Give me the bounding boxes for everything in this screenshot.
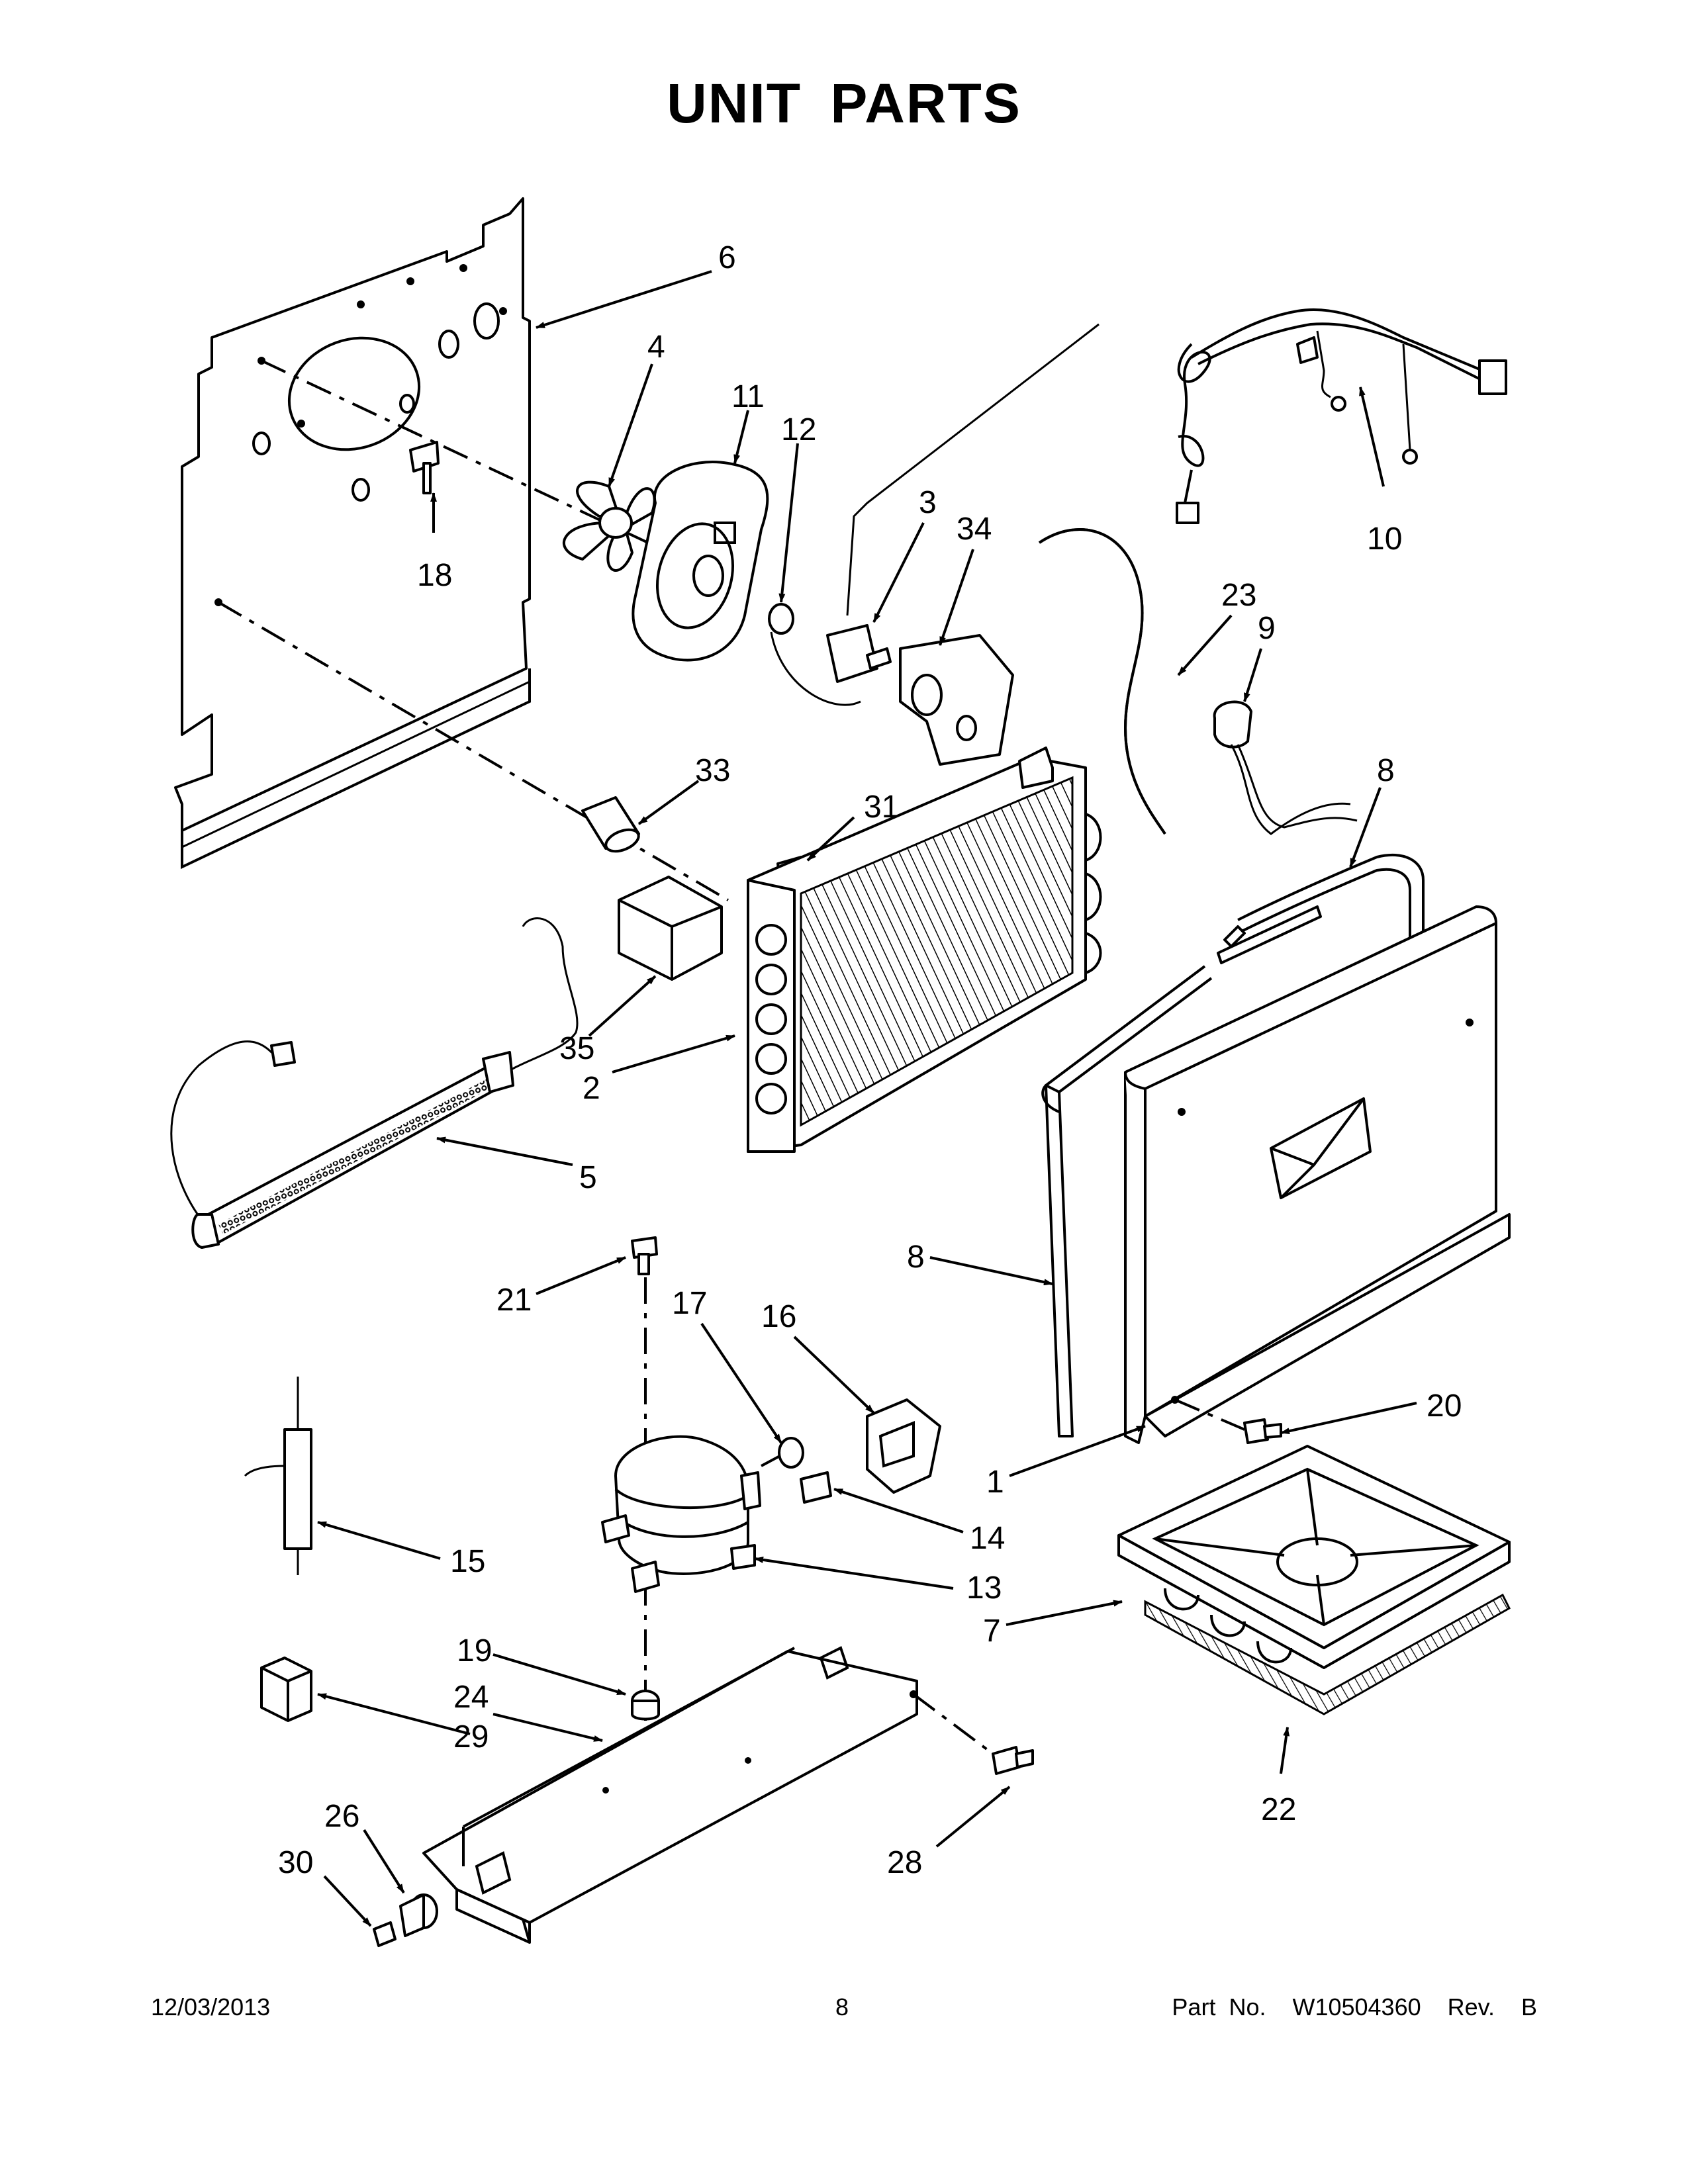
callout-35: 35 [559, 1031, 594, 1066]
callout-12: 12 [781, 412, 816, 447]
callout-7: 7 [983, 1614, 1001, 1649]
divider-panel-part-1 [1124, 905, 1511, 1444]
fan-shroud-part-11 [632, 461, 769, 662]
callout-14: 14 [970, 1521, 1005, 1556]
callout-19: 19 [457, 1633, 492, 1668]
callout-29: 29 [453, 1719, 489, 1754]
leader-lines [317, 270, 1417, 1927]
footer-date: 12/03/2013 [151, 1993, 271, 2021]
fan-motor-part-12 [768, 603, 861, 706]
callout-11: 11 [731, 379, 765, 414]
footer-page-number: 8 [835, 1993, 849, 2021]
callout-17: 17 [672, 1286, 707, 1321]
callout-13: 13 [966, 1570, 1002, 1606]
callout-9: 9 [1258, 611, 1276, 646]
callout-10: 10 [1367, 522, 1402, 557]
callout-34: 34 [957, 512, 992, 547]
clip-part-9 [1213, 700, 1358, 835]
callout-33: 33 [695, 753, 730, 788]
heater-part-5 [170, 917, 579, 1249]
callout-28: 28 [887, 1845, 922, 1880]
wire-harness-part-10 [1176, 308, 1507, 524]
screw-part-20 [1174, 1398, 1282, 1444]
callout-31: 31 [864, 790, 899, 825]
base-rail-part-24 [422, 1646, 918, 1944]
axis-line-lower [217, 601, 729, 901]
frame-part-8-upper [1223, 853, 1425, 960]
clip-part-16 [866, 1398, 941, 1494]
grommet-part-26 [399, 1893, 438, 1937]
callout-4: 4 [647, 330, 665, 365]
callout-16: 16 [761, 1299, 796, 1334]
fan-blade-part-4 [562, 480, 656, 572]
callout-1: 1 [986, 1465, 1004, 1500]
motor-bracket-part-34 [899, 634, 1014, 766]
sleeve-part-33 [581, 796, 640, 853]
fan-axis-line [261, 359, 719, 577]
callout-6: 6 [718, 240, 736, 275]
callout-8-upper: 8 [1377, 753, 1395, 788]
condenser-part-2 [747, 747, 1102, 1153]
drain-pan-part-7 [1117, 1445, 1511, 1715]
rear-panel-part-6 [174, 197, 531, 870]
callout-30: 30 [278, 1845, 313, 1880]
callout-18: 18 [417, 558, 452, 593]
frame-part-8-lower [1041, 965, 1213, 1437]
callout-2: 2 [583, 1071, 600, 1106]
grommet-part-19 [631, 1690, 660, 1721]
callout-5: 5 [579, 1160, 597, 1195]
bracket-part-3 [826, 323, 1100, 683]
compressor-part-13 [601, 1435, 761, 1593]
callout-22: 22 [1261, 1792, 1296, 1827]
screw-part-28 [912, 1693, 1034, 1775]
page-title: UNIT PARTS [667, 72, 1021, 134]
screw-part-21 [631, 1236, 658, 1275]
overload-part-14 [800, 1471, 832, 1504]
callout-24: 24 [453, 1680, 489, 1715]
cover-part-35 [618, 876, 723, 981]
capacitor-part-29 [260, 1657, 312, 1722]
callout-23: 23 [1221, 578, 1256, 613]
callout-21: 21 [496, 1283, 532, 1318]
callout-3: 3 [919, 485, 937, 520]
callout-26: 26 [324, 1799, 359, 1834]
callout-15: 15 [450, 1544, 485, 1579]
relay-part-17 [761, 1437, 804, 1469]
footer-part-number: Part No. W10504360 Rev. B [1172, 1993, 1537, 2021]
sleeve-part-30 [373, 1921, 397, 1947]
callout-20: 20 [1427, 1388, 1462, 1424]
callout-8-lower: 8 [907, 1240, 925, 1275]
drier-part-15 [244, 1377, 312, 1575]
